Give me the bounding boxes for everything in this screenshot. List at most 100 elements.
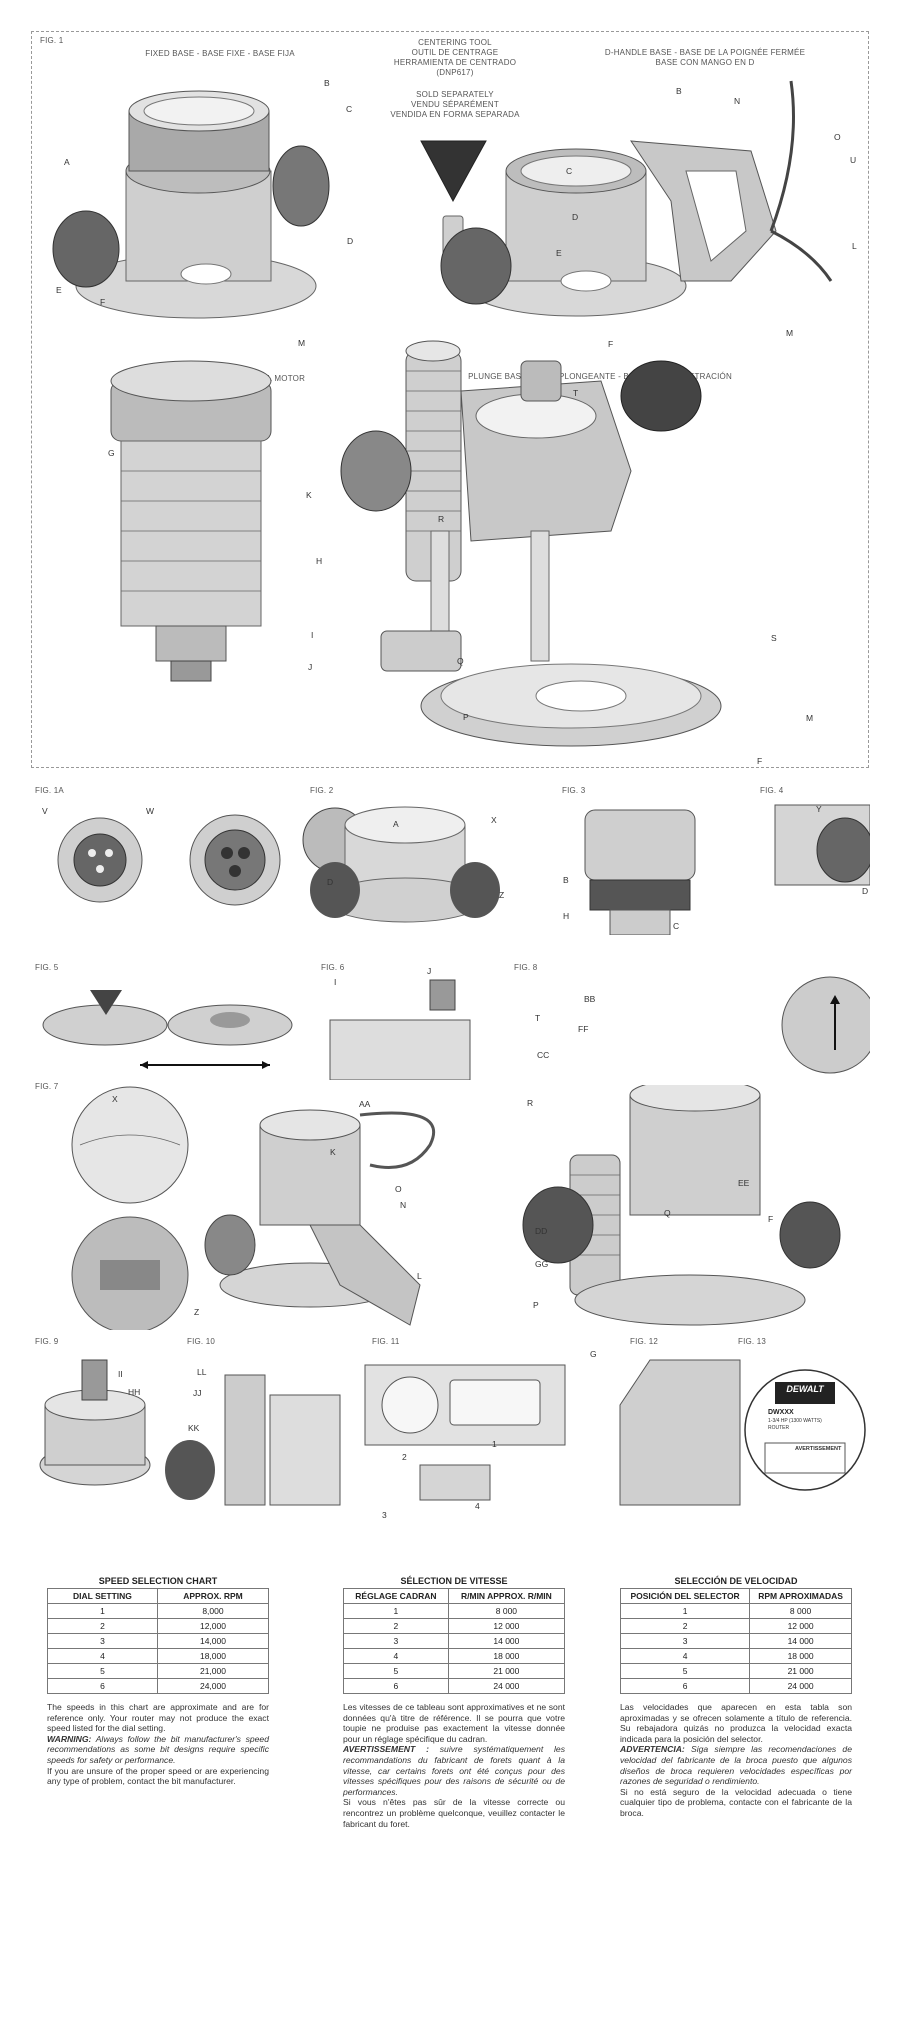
plunge-base-caption: PLUNGE BASE - BASE PLONGEANTE - BASE PAR… — [468, 372, 732, 381]
fig7-label: FIG. 7 — [35, 1082, 59, 1091]
d-handle-illustration — [440, 80, 833, 317]
callout: I — [311, 630, 314, 640]
callout: X — [491, 815, 497, 825]
callout: D — [572, 212, 579, 222]
table-cell: 14,000 — [156, 1633, 270, 1649]
callout: C — [566, 166, 573, 176]
callout: O — [834, 132, 841, 142]
note-es: Las velocidades que aparecen en esta tab… — [620, 1702, 852, 1819]
callout: M — [806, 713, 814, 723]
sold-separately-line: VENDU SÉPARÉMENT — [411, 100, 499, 109]
centering-tool-line: OUTIL DE CENTRAGE — [411, 48, 499, 57]
fig10-label: FIG. 10 — [187, 1337, 216, 1346]
callout: Z — [499, 890, 505, 900]
callout: GG — [535, 1259, 549, 1269]
fig8-label: FIG. 8 — [514, 963, 538, 972]
callout: W — [146, 806, 155, 816]
table-cell: 3 — [343, 1633, 449, 1649]
note-paragraph: The speeds in this chart are approximate… — [47, 1702, 269, 1734]
fixed-base-caption: FIXED BASE - BASE FIXE - BASE FIJA — [145, 49, 295, 58]
warning-paragraph: AVERTISSEMENT : suivre systématiquement … — [343, 1744, 565, 1797]
callout: JJ — [193, 1388, 202, 1398]
table-cell: 21,000 — [156, 1663, 270, 1679]
callout: D — [327, 877, 334, 887]
table-cell: 14 000 — [749, 1633, 852, 1649]
callout: 1 — [492, 1439, 497, 1449]
row4-illustrations — [39, 1359, 866, 1506]
fig2-label: FIG. 2 — [310, 786, 334, 795]
label-model: DWXXX — [768, 1409, 794, 1416]
table-cell: 21 000 — [447, 1663, 566, 1679]
callout: D — [862, 886, 869, 896]
fig1-frame — [31, 31, 869, 768]
centering-tool-line: CENTERING TOOL — [418, 38, 492, 47]
callout: X — [112, 1094, 118, 1104]
callout: T — [535, 1013, 541, 1023]
warning-text: Siga siempre las recomendaciones de velo… — [620, 1744, 852, 1787]
table-header: RPM APROXIMADAS — [749, 1588, 852, 1604]
warning-paragraph: ADVERTENCIA: Siga siempre las recomendac… — [620, 1744, 852, 1786]
callout: 4 — [475, 1501, 480, 1511]
table-cell: 24 000 — [447, 1678, 566, 1694]
callout: V — [42, 806, 48, 816]
callout: Y — [816, 804, 822, 814]
table-cell: 1 — [343, 1603, 449, 1619]
table-cell: 18 000 — [749, 1648, 852, 1664]
callout: Z — [194, 1307, 200, 1317]
centering-tool-caption: CENTERING TOOL OUTIL DE CENTRAGE HERRAMI… — [380, 38, 530, 78]
callout: M — [786, 328, 794, 338]
dewalt-logo: DEWALT — [786, 1384, 824, 1394]
callout: J — [427, 966, 432, 976]
table-cell: 21 000 — [749, 1663, 852, 1679]
table-cell: 18,000 — [156, 1648, 270, 1664]
callout: F — [100, 297, 106, 307]
fixed-base-illustration — [52, 90, 330, 319]
callout: AA — [359, 1099, 371, 1109]
table-cell: 5 — [619, 1663, 751, 1679]
note-fr: Les vitesses de ce tableau sont approxim… — [343, 1702, 565, 1829]
callout: U — [850, 155, 857, 165]
fig7-fig8-illustrations — [71, 1085, 841, 1330]
warning-paragraph: WARNING: Always follow the bit manufactu… — [47, 1734, 269, 1766]
table-cell: 8,000 — [156, 1603, 270, 1619]
callout: Q — [664, 1208, 671, 1218]
table-cell: 6 — [619, 1678, 751, 1694]
table-title: SÉLECTION DE VITESSE — [400, 1576, 508, 1586]
callout: Q — [457, 656, 464, 666]
callout: K — [330, 1147, 336, 1157]
callout: B — [676, 86, 682, 96]
table-cell: 4 — [619, 1648, 751, 1664]
fig1a-label: FIG. 1A — [35, 786, 64, 795]
warning-text: Always follow the bit manufacturer's spe… — [47, 1733, 269, 1765]
table-cell: 24 000 — [749, 1678, 852, 1694]
callout: CC — [537, 1050, 550, 1060]
table-title: SELECCIÓN DE VELOCIDAD — [674, 1576, 798, 1586]
table-title: SPEED SELECTION CHART — [98, 1576, 218, 1586]
table-cell: 6 — [343, 1678, 449, 1694]
callout: F — [757, 756, 763, 766]
warning-text: suivre systématiquement les recommandati… — [343, 1744, 565, 1797]
callout: B — [324, 78, 330, 88]
callout: B — [563, 875, 569, 885]
fig5-label: FIG. 5 — [35, 963, 59, 972]
callout: F — [608, 339, 614, 349]
fig13-label: FIG. 13 — [738, 1337, 767, 1346]
table-cell: 8 000 — [749, 1603, 852, 1619]
callout: L — [852, 241, 857, 251]
table-header: DIAL SETTING — [47, 1588, 158, 1604]
motor-illustration — [110, 360, 272, 682]
table-header: APPROX. RPM — [156, 1588, 270, 1604]
sold-separately-line: SOLD SEPARATELY — [416, 90, 494, 99]
callout: E — [56, 285, 62, 295]
fig3-label: FIG. 3 — [562, 786, 586, 795]
callout: N — [400, 1200, 407, 1210]
row1-illustrations — [57, 804, 870, 935]
